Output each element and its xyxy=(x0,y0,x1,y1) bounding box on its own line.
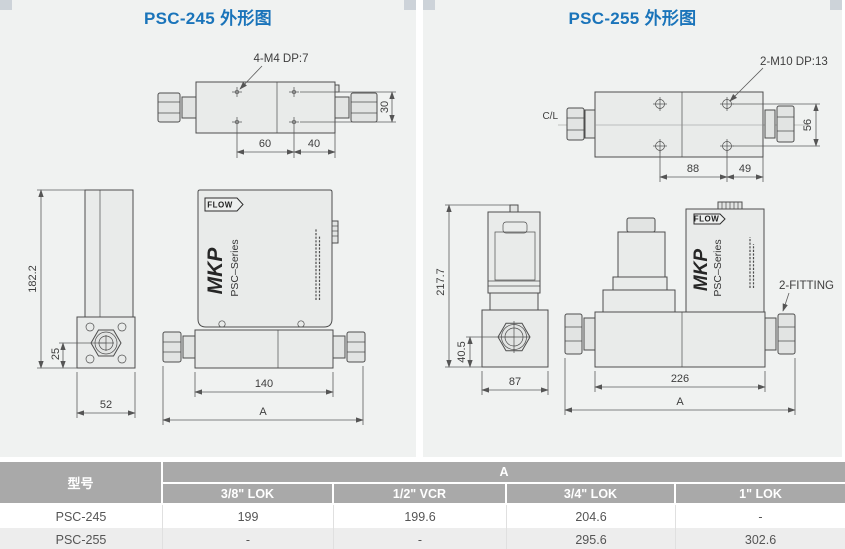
dim-label: 52 xyxy=(100,399,112,411)
centerline-label: C/L xyxy=(542,111,558,122)
psc245-title: PSC-245 外形图 xyxy=(143,9,272,28)
micro-text-lines xyxy=(315,228,321,300)
dim-label: 217.7 xyxy=(435,268,447,296)
dim-label: 25 xyxy=(50,348,62,360)
dim-label: 49 xyxy=(739,163,751,175)
fitting-label: 2-FITTING xyxy=(779,280,834,292)
psc255-front-view: FLOW MKP PSC–Series 2-FITTING 226 xyxy=(564,201,834,415)
table-cell: 204.6 xyxy=(507,505,676,528)
psc255-side-view: 217.7 40.5 87 xyxy=(435,204,549,395)
table-header-col-1: 1/2" VCR xyxy=(334,484,507,505)
side-connector xyxy=(331,220,339,244)
table-cell-model: PSC-245 xyxy=(0,505,163,528)
psc245-drawing: 4-M4 DP:7 30 60 40 xyxy=(27,53,396,425)
psc255-drawing: C/L 2-M10 DP:13 56 88 49 xyxy=(435,56,834,415)
psc245-hole-label: 4-M4 DP:7 xyxy=(254,53,309,65)
table-header-col-2: 3/4" LOK xyxy=(507,484,676,505)
table-cell: 295.6 xyxy=(507,528,676,549)
panel-handle xyxy=(404,0,416,10)
table-header-model: 型号 xyxy=(0,462,163,505)
psc255-top-view: C/L 2-M10 DP:13 56 88 49 xyxy=(542,56,828,182)
panel-psc245: PSC-245 外形图 xyxy=(0,0,416,457)
table-header-col-3: 1" LOK xyxy=(676,484,845,505)
psc245-top-view: 4-M4 DP:7 30 60 40 xyxy=(157,53,396,158)
dim-label: 88 xyxy=(687,163,699,175)
micro-text-lines xyxy=(749,237,755,288)
table-row: PSC-245 199 199.6 204.6 - xyxy=(0,505,845,528)
psc255-title: PSC-255 外形图 xyxy=(568,9,697,28)
dim-label: A xyxy=(259,406,267,418)
series-label: PSC–Series xyxy=(712,239,724,296)
psc245-side-view: 182.2 25 52 xyxy=(27,189,136,418)
psc245-front-view: FLOW MKP PSC–Series 140 xyxy=(162,189,366,425)
flow-arrow-badge xyxy=(693,213,726,225)
mkp-logo: MKP xyxy=(204,247,227,295)
flow-label: FLOW xyxy=(694,215,720,224)
table-header-group-a: A xyxy=(163,462,845,484)
dim-label: 56 xyxy=(802,119,814,131)
mounting-holes xyxy=(653,97,734,153)
table-cell-model: PSC-255 xyxy=(0,528,163,549)
panel-handle xyxy=(0,0,12,10)
dim-label: 40 xyxy=(308,138,320,150)
table-cell: 199 xyxy=(163,505,334,528)
dim-label: 140 xyxy=(255,378,273,390)
panel-handle xyxy=(423,0,435,10)
panel-handle xyxy=(830,0,842,10)
table-cell: - xyxy=(163,528,334,549)
dim-label: 226 xyxy=(671,373,689,385)
panel-psc255: PSC-255 外形图 C/L xyxy=(423,0,842,457)
dim-label: 30 xyxy=(379,101,391,113)
flow-arrow-badge xyxy=(204,197,244,212)
table-cell: 199.6 xyxy=(334,505,507,528)
table-cell: - xyxy=(334,528,507,549)
dimension-table: 型号 A 3/8" LOK 1/2" VCR 3/4" LOK 1" LOK P… xyxy=(0,462,845,549)
dim-label: 40.5 xyxy=(456,341,468,362)
dim-label: 87 xyxy=(509,376,521,388)
dim-label: A xyxy=(676,396,684,408)
psc255-hole-label: 2-M10 DP:13 xyxy=(760,56,828,68)
mkp-logo: MKP xyxy=(691,249,712,292)
mounting-holes xyxy=(232,87,299,127)
dim-label: 182.2 xyxy=(27,265,39,293)
dim-label: 60 xyxy=(259,138,271,150)
flow-label: FLOW xyxy=(207,201,233,210)
table-cell: - xyxy=(676,505,845,528)
table-header-col-0: 3/8" LOK xyxy=(163,484,334,505)
series-label: PSC–Series xyxy=(229,239,241,296)
table-cell: 302.6 xyxy=(676,528,845,549)
table-row: PSC-255 - - 295.6 302.6 xyxy=(0,528,845,549)
